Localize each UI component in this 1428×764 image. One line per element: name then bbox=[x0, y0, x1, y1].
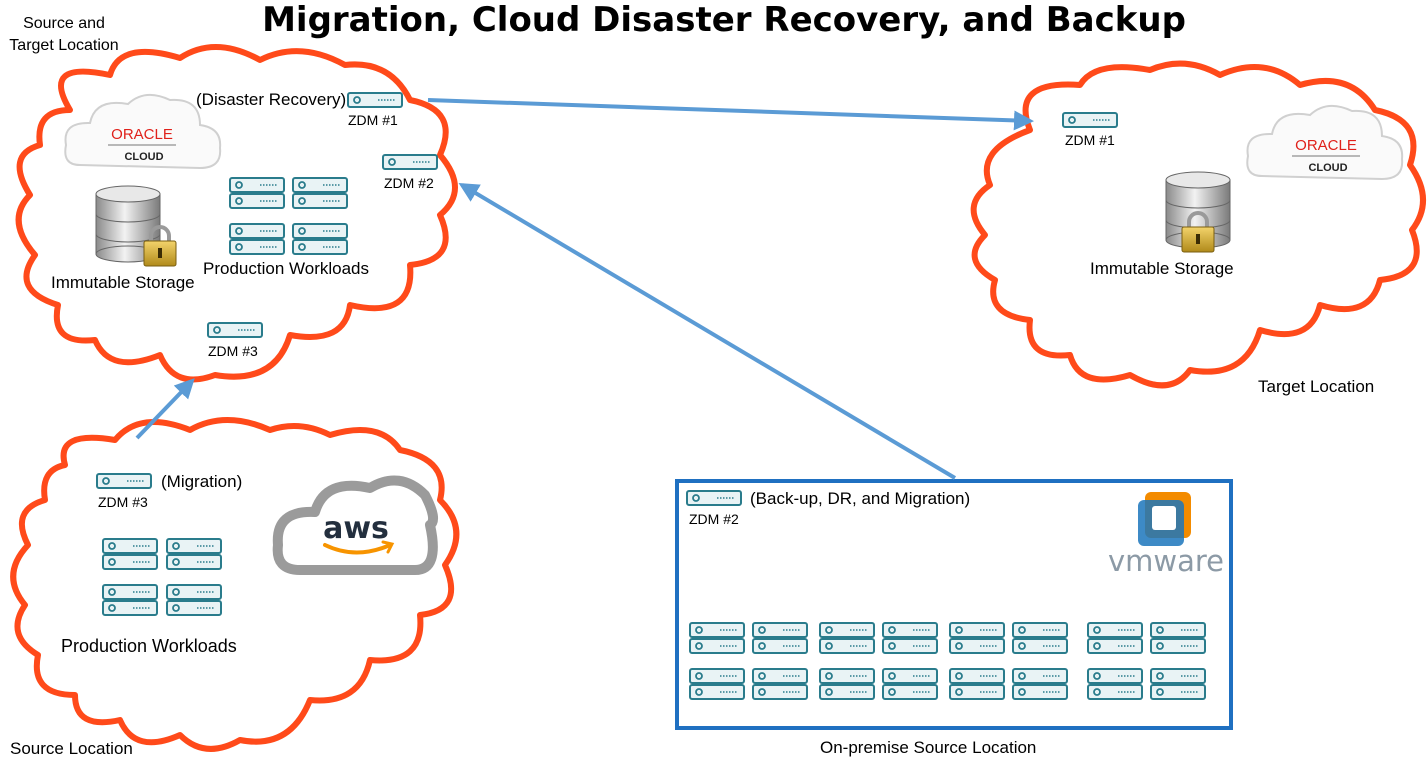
page-title: Migration, Cloud Disaster Recovery, and … bbox=[262, 0, 1186, 40]
server-icon-onprem bbox=[1013, 669, 1067, 699]
arrow-onprem-to-zdm2 bbox=[458, 182, 957, 480]
oracle-cloud-logo-source: ORACLE CLOUD bbox=[64, 93, 222, 170]
label-zdm2-source: ZDM #2 bbox=[384, 175, 434, 191]
oracle-logo-sub-source: CLOUD bbox=[124, 151, 163, 163]
server-icon-onprem bbox=[820, 623, 874, 653]
label-backup-dr-migration: (Back-up, DR, and Migration) bbox=[750, 489, 971, 508]
label-production-workloads-aws: Production Workloads bbox=[61, 636, 237, 656]
server-icon-zdm2-source bbox=[382, 154, 438, 170]
server-icon-onprem bbox=[1151, 669, 1205, 699]
label-disaster-recovery: (Disaster Recovery) bbox=[196, 90, 347, 109]
server-icon-zdm1-source bbox=[347, 92, 403, 108]
server-icon-onprem bbox=[1088, 623, 1142, 653]
label-production-workloads-source: Production Workloads bbox=[203, 259, 369, 278]
server-icon-onprem bbox=[1151, 623, 1205, 653]
server-icon-zdm3-aws bbox=[96, 473, 152, 489]
server-icon-workload bbox=[230, 178, 284, 208]
oracle-logo-text-target: ORACLE bbox=[1295, 137, 1357, 154]
label-migration: (Migration) bbox=[161, 472, 243, 491]
server-icon-onprem bbox=[690, 669, 744, 699]
server-icon-onprem bbox=[1088, 669, 1142, 699]
server-icon-zdm1-target bbox=[1062, 112, 1118, 128]
server-icon-workload bbox=[293, 178, 347, 208]
label-zdm2-onprem: ZDM #2 bbox=[689, 511, 739, 527]
arrow-aws-to-zdm3 bbox=[135, 378, 195, 440]
server-icon-workload bbox=[103, 539, 157, 569]
label-zdm1-source: ZDM #1 bbox=[348, 112, 398, 128]
oracle-logo-sub-target: CLOUD bbox=[1308, 162, 1347, 174]
label-onprem-location: On-premise Source Location bbox=[820, 738, 1037, 757]
aws-logo: aws bbox=[272, 475, 439, 575]
database-icon-target bbox=[1165, 171, 1231, 254]
server-icon-onprem bbox=[950, 623, 1004, 653]
server-icon-workload bbox=[293, 224, 347, 254]
label-immutable-storage-source: Immutable Storage bbox=[51, 273, 195, 292]
server-icon-onprem bbox=[883, 623, 937, 653]
server-icon-workload bbox=[230, 224, 284, 254]
server-icon-onprem bbox=[820, 669, 874, 699]
label-target-location: Target Location bbox=[1258, 377, 1375, 396]
vmware-logo-text: vmware bbox=[1108, 544, 1224, 578]
oracle-logo-text-source: ORACLE bbox=[111, 126, 173, 143]
server-icon-onprem bbox=[753, 623, 807, 653]
oracle-cloud-logo-target: ORACLE CLOUD bbox=[1246, 104, 1404, 181]
server-icon-workload bbox=[103, 585, 157, 615]
server-icon-zdm2-onprem bbox=[686, 490, 742, 506]
server-icon-onprem bbox=[753, 669, 807, 699]
server-icon-onprem bbox=[883, 669, 937, 699]
label-zdm3-aws: ZDM #3 bbox=[98, 494, 148, 510]
server-icon-onprem bbox=[950, 669, 1004, 699]
label-source-location: Source Location bbox=[10, 739, 133, 758]
server-icon-zdm3-source bbox=[207, 322, 263, 338]
label-zdm3-source: ZDM #3 bbox=[208, 343, 258, 359]
label-immutable-storage-target: Immutable Storage bbox=[1090, 259, 1234, 278]
vmware-logo: vmware bbox=[1108, 492, 1224, 578]
label-source-target-location: Source and Target Location bbox=[9, 15, 119, 54]
aws-logo-text: aws bbox=[323, 511, 389, 546]
server-icon-workload bbox=[167, 539, 221, 569]
arrow-dr-to-target bbox=[427, 98, 1034, 131]
server-icon-workload bbox=[167, 585, 221, 615]
aws-source-cloud-outline bbox=[10, 417, 460, 752]
server-icon-onprem bbox=[690, 623, 744, 653]
label-zdm1-target: ZDM #1 bbox=[1065, 132, 1115, 148]
server-icon-onprem bbox=[1013, 623, 1067, 653]
